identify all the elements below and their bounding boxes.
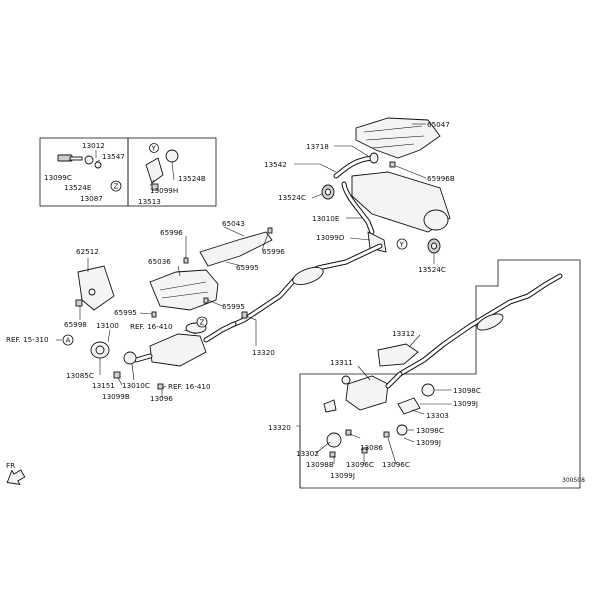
label-13099d: 13099D <box>316 233 345 242</box>
label-13087: 13087 <box>80 194 103 203</box>
diagram-code: 300508 <box>562 477 585 484</box>
center-pipe-13320-variant <box>397 273 563 377</box>
label-13542: 13542 <box>264 160 287 169</box>
label-65996b: 65996B <box>427 174 455 183</box>
label-13086: 13086 <box>360 443 383 452</box>
bolt-13098b <box>329 451 336 458</box>
flange-13302 <box>326 432 342 448</box>
gasket-13098c-b <box>396 424 408 436</box>
inset-box-left: Z <box>39 137 129 207</box>
rubber-hanger-13524c-upper <box>321 184 335 200</box>
label-13302: 13302 <box>296 449 319 458</box>
label-13098c-b: 13098C <box>416 426 444 435</box>
heat-shield-65036 <box>149 269 219 311</box>
marker-y-inset: Y <box>151 144 157 153</box>
label-13303: 13303 <box>426 411 449 420</box>
label-13010c: 13010C <box>122 381 150 390</box>
label-13099c: 13099C <box>44 173 72 182</box>
label-13098b: 13098B <box>306 460 334 469</box>
heat-shield-65047 <box>355 117 441 159</box>
label-13320-variant: 13320 <box>268 423 291 432</box>
label-62512: 62512 <box>76 247 99 256</box>
bolt-13086 <box>345 429 352 436</box>
marker-z-pipe: Z <box>200 318 205 327</box>
label-13098c-a: 13098C <box>453 386 481 395</box>
rubber-hanger-13524c-lower <box>427 238 441 254</box>
rear-muffler <box>333 152 451 235</box>
gasket-small-a <box>341 375 351 385</box>
label-13099j-b: 13099J <box>416 438 441 447</box>
nut-13096 <box>157 383 164 390</box>
label-ref-16-410-a: REF. 16-410 <box>130 322 173 331</box>
label-13010e: 13010E <box>312 214 340 223</box>
label-13524e: 13524E <box>64 183 92 192</box>
label-13099j-c: 13099J <box>330 471 355 480</box>
label-13312: 13312 <box>392 329 415 338</box>
label-13085c: 13085C <box>66 371 94 380</box>
label-13151: 13151 <box>92 381 115 390</box>
marker-z-inset: Z <box>114 182 119 191</box>
label-13099j-a: 13099J <box>453 399 478 408</box>
label-65043: 65043 <box>222 219 245 228</box>
nut-13096c-b <box>383 431 390 438</box>
label-fr: FR <box>6 461 15 470</box>
label-65996-b: 65996 <box>262 247 285 256</box>
bolt-65996-b <box>267 227 273 234</box>
label-65047: 65047 <box>427 120 450 129</box>
heat-shield-13312 <box>377 343 419 367</box>
marker-y-muffler: Y <box>399 240 405 249</box>
label-ref-16-410-b: REF. 16-410 <box>168 382 211 391</box>
gasket-small-b <box>323 399 337 413</box>
bolt-65995-b <box>203 297 209 304</box>
label-13099h: 13099H <box>150 186 178 195</box>
label-13311: 13311 <box>330 358 353 367</box>
leader-lines <box>56 123 452 488</box>
label-65995-c: 65995 <box>114 308 137 317</box>
pipe-clamp <box>241 311 248 319</box>
label-13096c-a: 13096C <box>346 460 374 469</box>
part-labels: 65047 13718 13542 65996B 13524C 13010E 1… <box>6 120 585 484</box>
label-13100: 13100 <box>96 321 119 330</box>
label-13524c-lower: 13524C <box>418 265 446 274</box>
label-13099b: 13099B <box>102 392 130 401</box>
label-13524b: 13524B <box>178 174 206 183</box>
label-65998: 65998 <box>64 320 87 329</box>
center-pipe-13320 <box>227 243 383 329</box>
bolt-65995-c <box>151 311 157 318</box>
label-13012: 13012 <box>82 141 105 150</box>
gasket-13098c-a <box>421 383 435 397</box>
label-13547: 13547 <box>102 152 125 161</box>
label-65996-a: 65996 <box>160 228 183 237</box>
nut-65996b <box>389 161 396 168</box>
bracket-13303 <box>397 397 421 415</box>
label-13513: 13513 <box>138 197 161 206</box>
label-13718: 13718 <box>306 142 329 151</box>
bolt-13151 <box>113 371 121 379</box>
label-13096c-b: 13096C <box>382 460 410 469</box>
detail-box-variant <box>299 259 581 489</box>
inset-box-right: Y <box>127 137 217 207</box>
label-13320: 13320 <box>252 348 275 357</box>
flange-gasket-13085c <box>90 341 110 359</box>
heat-shield-65043 <box>199 231 273 267</box>
gasket-13010c <box>123 351 137 365</box>
label-65995-b: 65995 <box>222 302 245 311</box>
label-ref-15-310: REF. 15-310 <box>6 335 49 344</box>
label-65995-a: 65995 <box>236 263 259 272</box>
marker-a: A <box>66 336 71 345</box>
label-13524c-upper: 13524C <box>278 193 306 202</box>
nut-13096c-a <box>361 447 368 454</box>
catalytic-converter-13311 <box>345 371 403 411</box>
label-65036: 65036 <box>148 257 171 266</box>
label-13096: 13096 <box>150 394 173 403</box>
bolt-65996-a <box>183 257 189 264</box>
bracket-62512 <box>75 265 115 311</box>
front-direction-arrow <box>6 469 26 486</box>
